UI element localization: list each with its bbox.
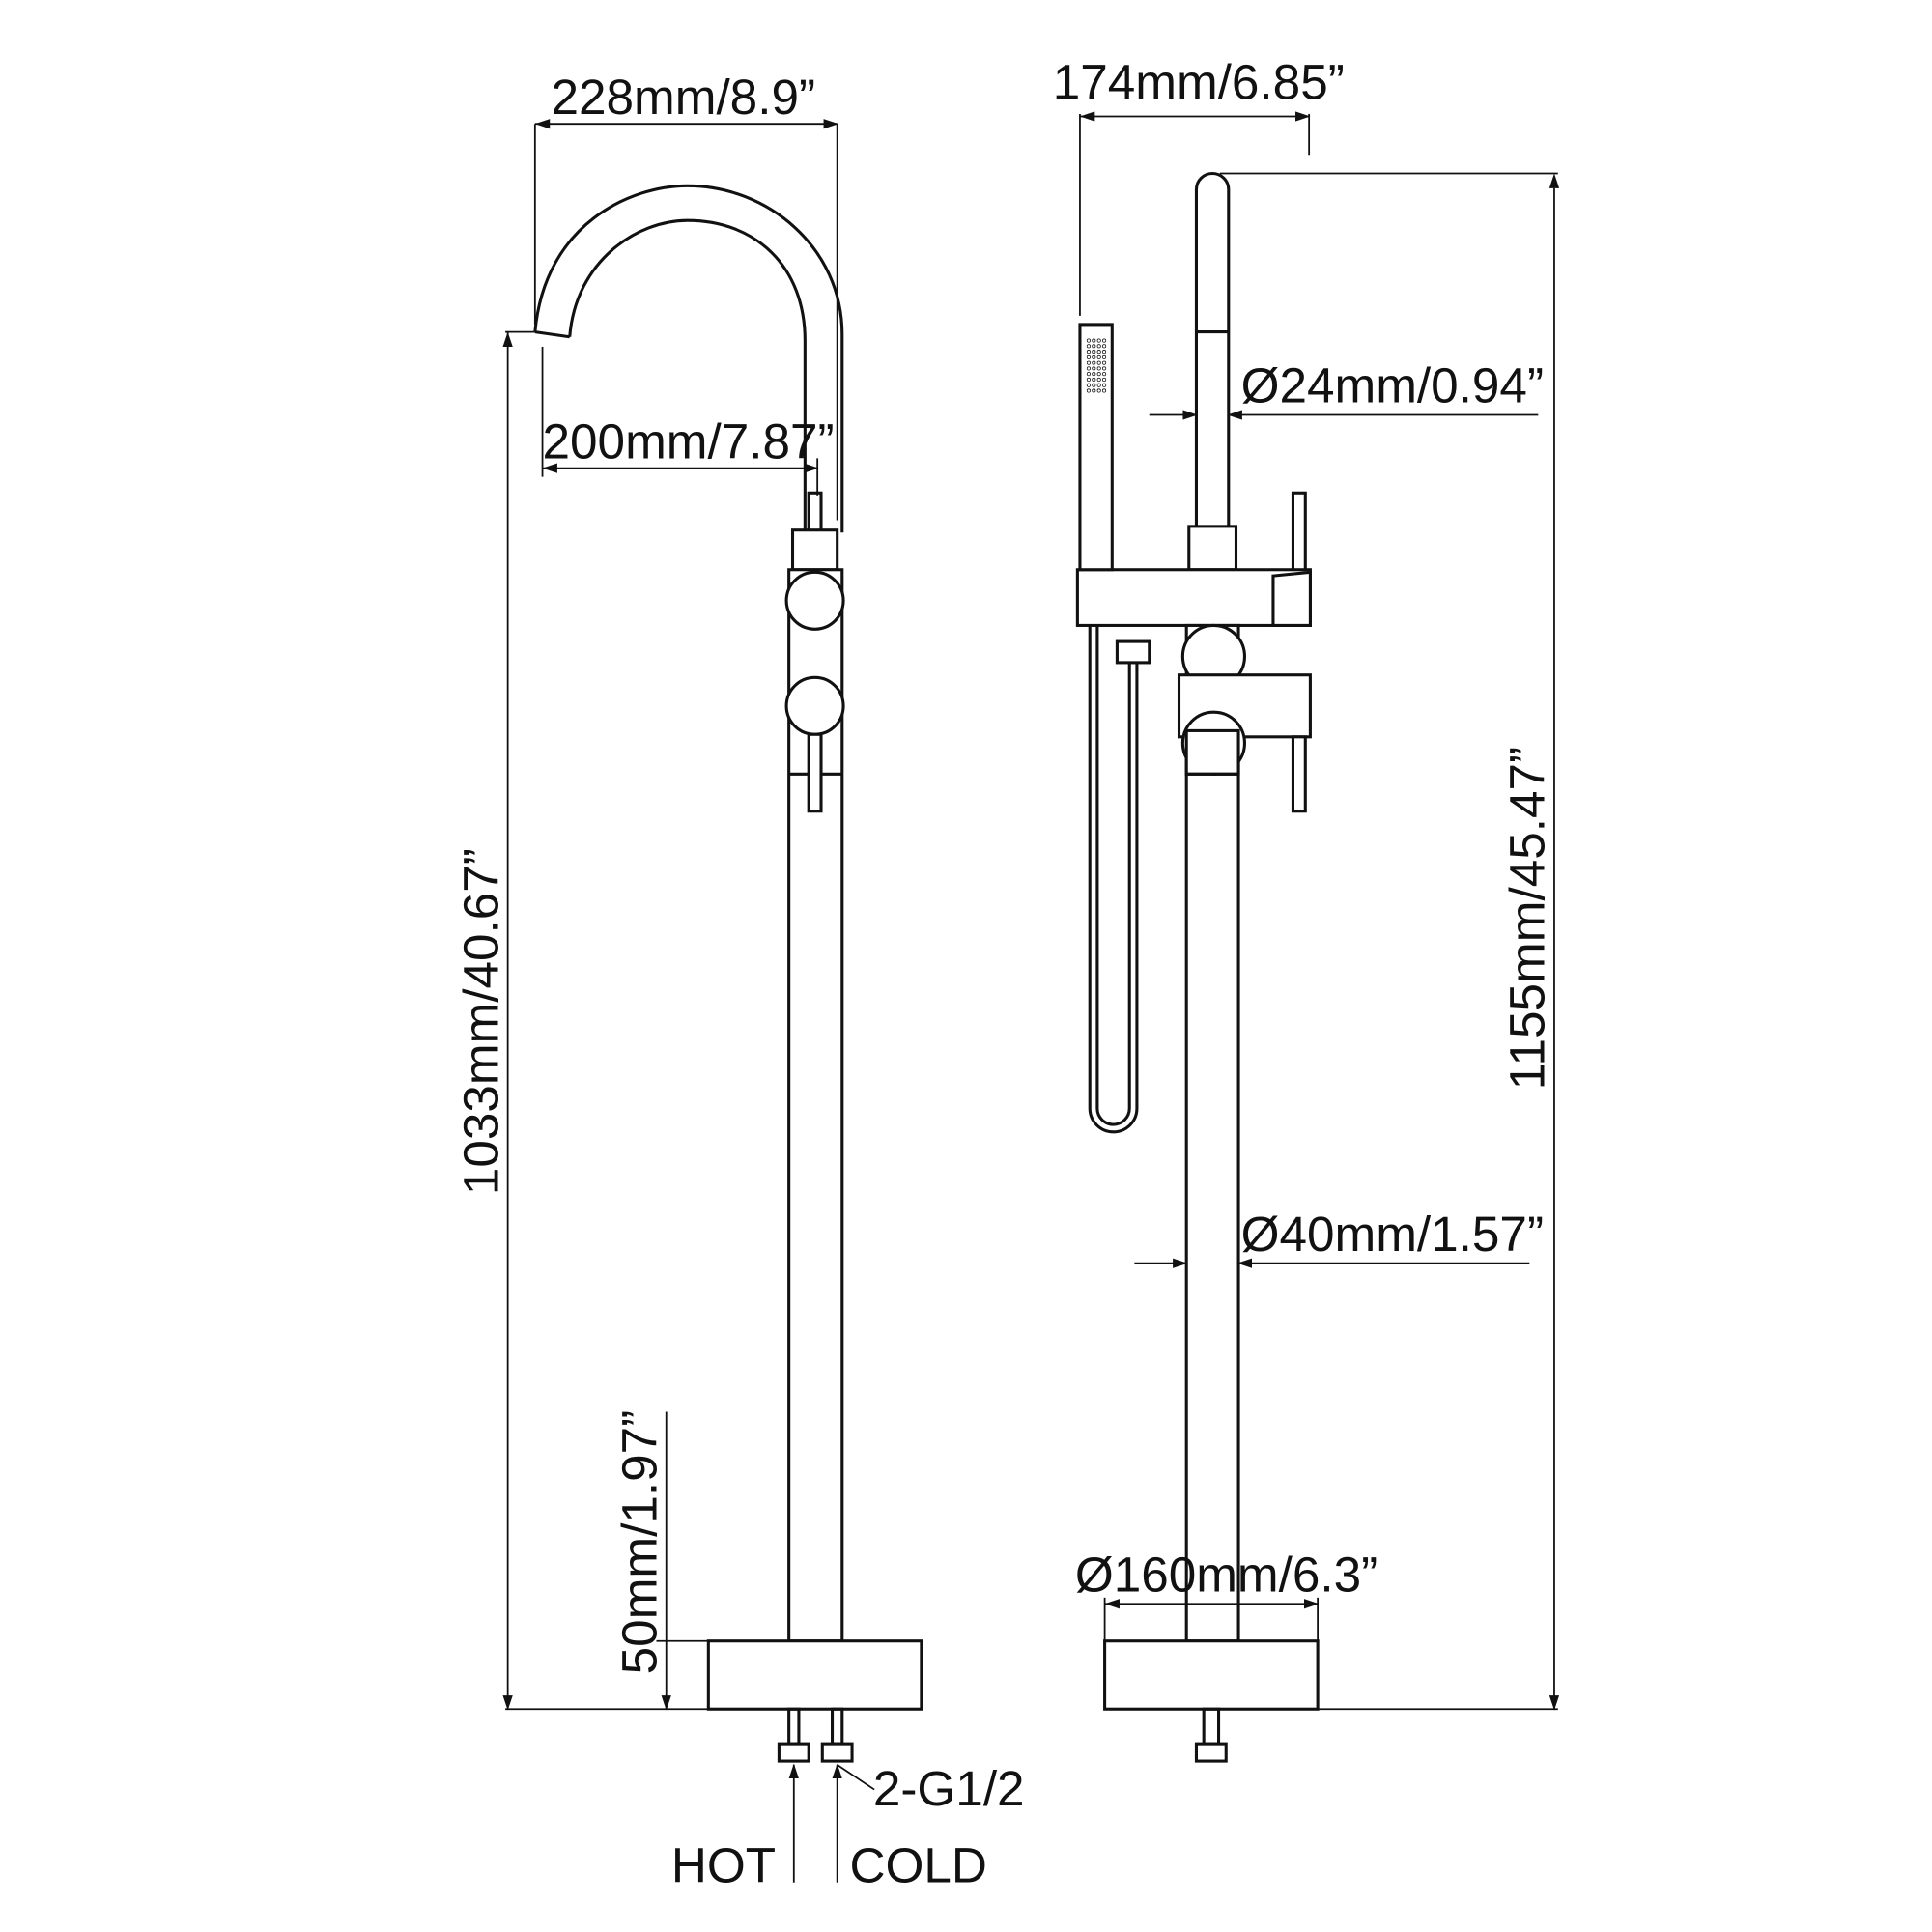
floor-base <box>706 1639 923 1711</box>
diverter-body <box>1075 568 1312 627</box>
spray-hole <box>1092 360 1096 365</box>
spray-hole <box>1086 383 1091 387</box>
inlet-nut-side <box>1194 1742 1228 1763</box>
spray-hole <box>1096 355 1101 359</box>
freestanding-faucet-side-view <box>1075 171 1320 1763</box>
spray-hole <box>1102 360 1107 365</box>
shower-hose <box>1088 625 1139 1134</box>
base-diameter-label: Ø160mm/6.3” <box>1075 1547 1378 1602</box>
spray-hole <box>1102 366 1107 371</box>
spray-hole <box>1096 360 1101 365</box>
upper-valve-knob <box>784 570 845 631</box>
spray-hole <box>1086 338 1091 343</box>
hose-connector <box>1115 639 1151 665</box>
spray-hole <box>1102 338 1107 343</box>
freestanding-faucet-front-view <box>533 184 923 1763</box>
spray-hole <box>1092 372 1096 377</box>
handshower-holder-pipe <box>1194 171 1231 533</box>
spray-hole <box>1092 355 1096 359</box>
lower-lever-handle <box>807 732 823 813</box>
spray-hole <box>1092 338 1096 343</box>
lower-valve-knob <box>784 675 845 736</box>
cold-label: COLD <box>849 1838 986 1893</box>
lower-lever-handle-side <box>1291 735 1307 813</box>
spray-hole <box>1092 350 1096 355</box>
spray-hole <box>1086 360 1091 365</box>
spray-hole <box>1096 350 1101 355</box>
spray-hole <box>1092 366 1096 371</box>
hot-inlet-nut <box>777 1742 810 1763</box>
spray-hole <box>1102 372 1107 377</box>
hot-label: HOT <box>671 1838 776 1893</box>
spout-width-label: 228mm/8.9” <box>552 70 816 125</box>
spray-hole <box>1092 388 1096 393</box>
handshower-offset-label: 174mm/6.85” <box>1053 55 1345 110</box>
spray-hole <box>1102 344 1107 349</box>
hand-shower <box>1078 323 1114 572</box>
holder-coupling <box>1187 525 1238 572</box>
spray-hole <box>1096 344 1101 349</box>
spray-hole <box>1086 344 1091 349</box>
spray-hole <box>1096 377 1101 383</box>
spray-hole <box>1096 338 1101 343</box>
spray-hole <box>1102 355 1107 359</box>
cold-inlet-nut <box>820 1742 854 1763</box>
spray-hole <box>1086 355 1091 359</box>
holder-diameter-label: Ø24mm/0.94” <box>1241 358 1544 413</box>
floor-base-side <box>1103 1639 1320 1711</box>
spray-hole <box>1086 377 1091 383</box>
spray-hole <box>1092 344 1096 349</box>
base-height-label: 50mm/1.97” <box>611 1410 667 1675</box>
pipe-diameter-label: Ø40mm/1.57” <box>1241 1207 1544 1262</box>
main-pipe-side <box>1184 623 1240 1643</box>
spray-hole <box>1092 383 1096 387</box>
spray-hole <box>1096 388 1101 393</box>
spout-height-label: 1033mm/40.67” <box>453 848 508 1195</box>
spray-hole <box>1092 377 1096 383</box>
spray-hole <box>1102 388 1107 393</box>
inlet-size-label: 2-G1/2 <box>873 1761 1025 1816</box>
spray-hole <box>1086 372 1091 377</box>
hand-shower-spray-holes <box>1086 338 1107 393</box>
spout-reach-label: 200mm/7.87” <box>543 413 835 469</box>
left-dimensions: 228mm/8.9” 200mm/7.87” 1033mm/40.67” 50m… <box>453 70 1024 1893</box>
total-height-label: 1155mm/45.47” <box>1500 747 1555 1090</box>
spout-outer-edge <box>533 184 844 533</box>
spray-hole <box>1096 372 1101 377</box>
spray-hole <box>1102 377 1107 383</box>
spray-hole <box>1102 383 1107 387</box>
spray-hole <box>1102 350 1107 355</box>
spout-connector <box>790 528 839 572</box>
spray-hole <box>1086 366 1091 371</box>
spray-hole <box>1086 388 1091 393</box>
spout-inner-edge <box>568 218 807 533</box>
spray-hole <box>1096 366 1101 371</box>
spray-hole <box>1086 350 1091 355</box>
spray-hole <box>1096 383 1101 387</box>
right-dimensions: 174mm/6.85” Ø24mm/0.94” 1155mm/45.47” Ø4… <box>1053 55 1560 1711</box>
